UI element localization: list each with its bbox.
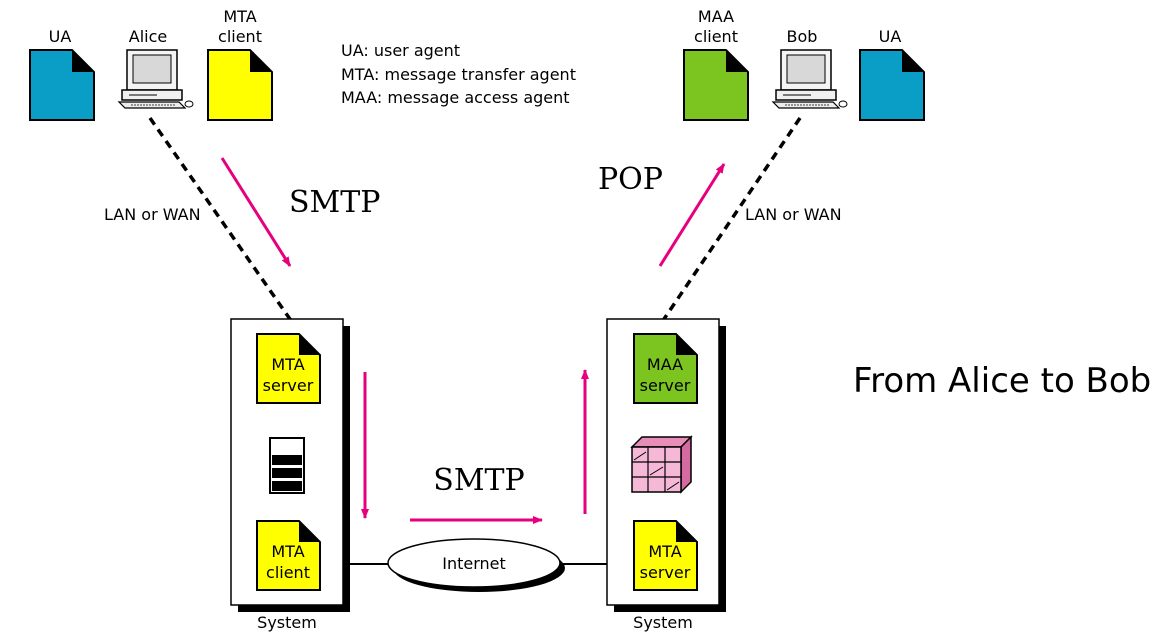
right-maa-client-label-line1: MAA <box>698 7 734 26</box>
right-mta-server-inner-document-icon <box>633 520 698 591</box>
left-mta-client-inner-label-line2: client <box>266 563 310 582</box>
internet-cloud <box>387 538 565 592</box>
left-system-label: System <box>257 613 317 632</box>
left-mta-server-label-line1: MTA <box>271 355 304 374</box>
alice-computer-icon <box>117 49 194 109</box>
legend-line-2: MTA: message transfer agent <box>341 65 576 84</box>
right-ua-document-icon <box>859 49 925 121</box>
right-maa-server-document-icon <box>633 333 698 404</box>
alice-label: Alice <box>129 27 167 46</box>
pop-label: POP <box>598 162 663 197</box>
bob-label: Bob <box>787 27 818 46</box>
left-mta-client-inner-label-line1: MTA <box>271 542 304 561</box>
right-ua-label: UA <box>879 27 902 46</box>
bob-computer-icon <box>771 49 848 109</box>
left-mta-client-label-line1: MTA <box>223 7 256 26</box>
left-mta-client-label-line2: client <box>218 27 262 46</box>
legend-line-3: MAA: message access agent <box>341 88 570 107</box>
right-maa-server-label-line2: server <box>640 376 691 395</box>
internet-label: Internet <box>442 554 506 573</box>
smtp-middle-label: SMTP <box>433 463 524 498</box>
legend-line-1: UA: user agent <box>341 41 460 60</box>
right-system-label: System <box>633 613 693 632</box>
right-maa-server-label-line1: MAA <box>647 355 683 374</box>
left-network-label: LAN or WAN <box>104 205 201 224</box>
pop-bob-arrow <box>658 163 726 267</box>
smtp-top-label: SMTP <box>289 185 380 220</box>
left-mta-server-document-icon <box>256 333 321 404</box>
right-network-label: LAN or WAN <box>745 205 842 224</box>
right-maa-client-document-icon <box>683 49 749 121</box>
right-mta-server-inner-label-line2: server <box>640 563 691 582</box>
right-maa-client-label-line2: client <box>694 27 738 46</box>
diagram-title: From Alice to Bob <box>853 361 1151 401</box>
left-mta-server-label-line2: server <box>263 376 314 395</box>
right-mta-server-inner-label-line1: MTA <box>648 542 681 561</box>
smtp-alice-arrow <box>220 157 292 267</box>
left-mta-client-document-icon <box>207 49 273 121</box>
left-mta-client-inner-document-icon <box>256 520 321 591</box>
mailbox-icon <box>630 435 693 494</box>
left-ua-label: UA <box>49 27 72 46</box>
message-queue-icon <box>269 437 305 494</box>
left-ua-document-icon <box>29 49 95 121</box>
